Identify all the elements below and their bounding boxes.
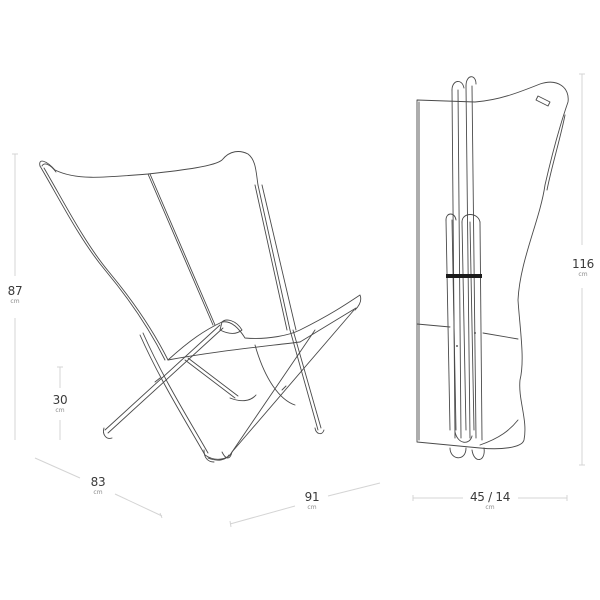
dimension-unit: cm	[93, 489, 103, 496]
dimension-folded-width: 45 / 14 cm	[460, 491, 520, 511]
dimension-unit: cm	[10, 298, 20, 305]
dimension-lines	[12, 73, 585, 528]
dimension-value: 91	[304, 490, 320, 504]
dimension-value: 83	[90, 475, 106, 489]
dimension-seat-height: 30 cm	[45, 394, 75, 414]
open-chair-drawing	[39, 151, 362, 463]
dimension-value: 30	[52, 393, 68, 407]
dimension-value: 87	[7, 284, 23, 298]
dimension-unit: cm	[307, 504, 317, 511]
dimension-unit: cm	[55, 407, 65, 414]
dimension-value: 45 / 14	[469, 490, 511, 504]
dimension-depth: 83 cm	[83, 476, 113, 496]
strap	[446, 274, 482, 278]
dimension-unit: cm	[578, 271, 588, 278]
dimension-total-height: 87 cm	[0, 285, 30, 305]
dimension-unit: cm	[485, 504, 495, 511]
dimension-folded-height: 116 cm	[567, 258, 599, 278]
dimension-value: 116	[571, 257, 594, 271]
dimension-width: 91 cm	[297, 491, 327, 511]
folded-chair-drawing	[416, 76, 569, 460]
